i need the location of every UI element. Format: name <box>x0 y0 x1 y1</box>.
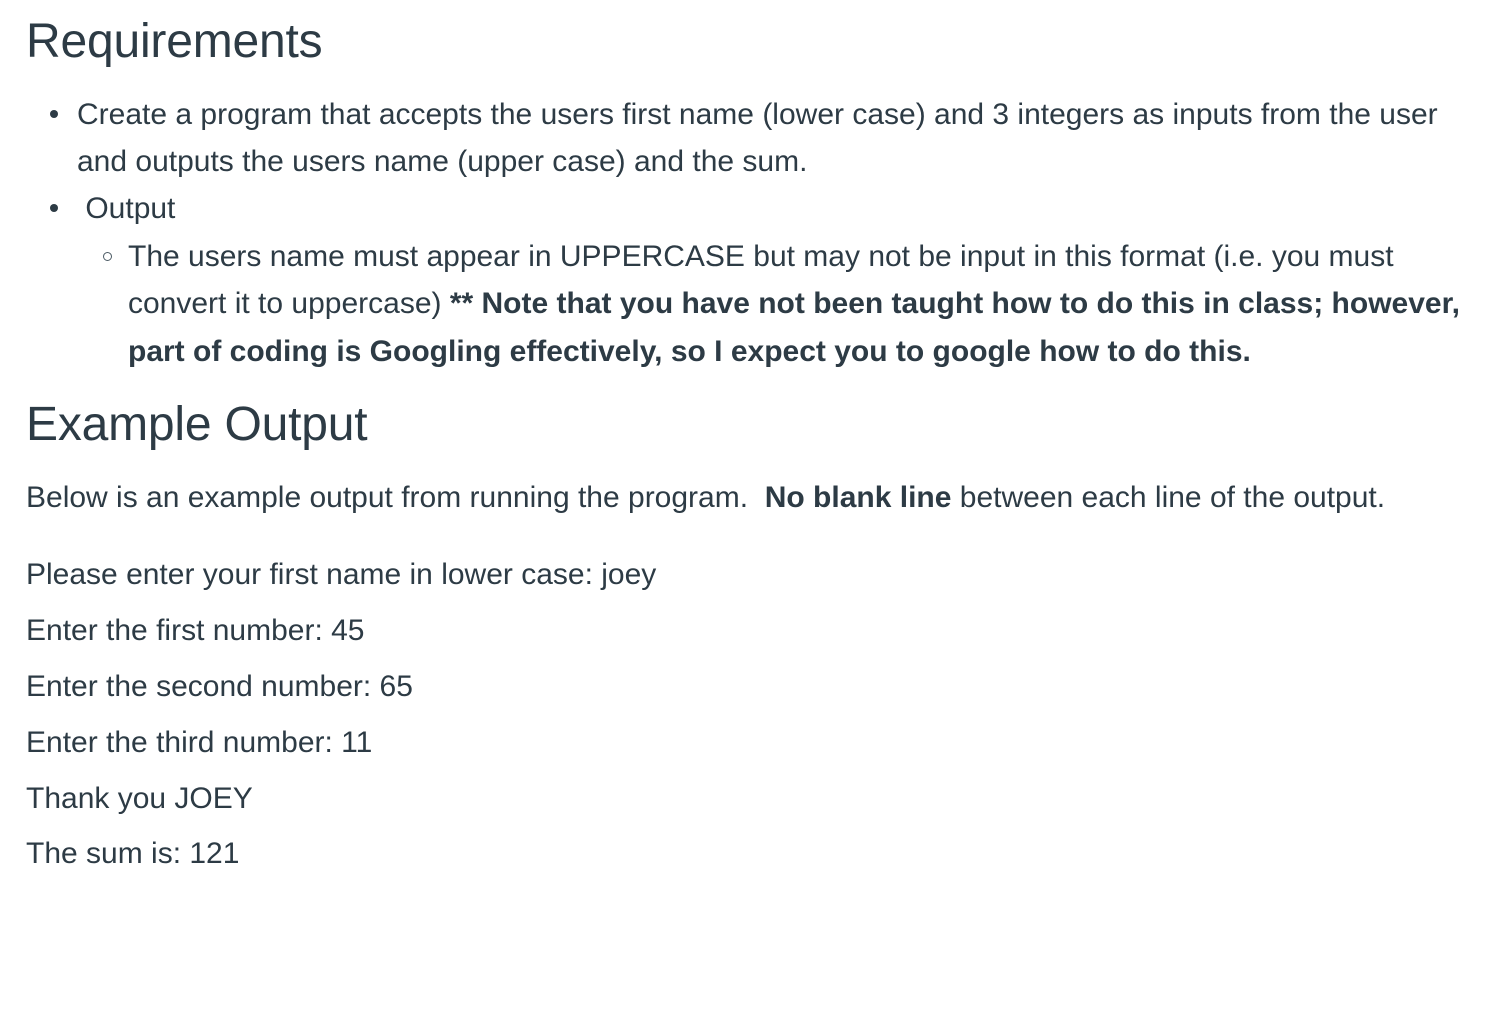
output-sub-list: The users name must appear in UPPERCASE … <box>77 233 1464 375</box>
description-part-one: Below is an example output from running … <box>26 480 749 514</box>
description-gap <box>748 481 765 514</box>
requirement-text-create-program: Create a program that accepts the users … <box>77 97 1438 179</box>
description-part-two: between each line of the output. <box>951 480 1386 514</box>
requirements-list: Create a program that accepts the users … <box>26 91 1464 375</box>
list-item: Output The users name must appear in UPP… <box>26 185 1464 375</box>
page-title-example-output: Example Output <box>26 397 368 451</box>
output-line-sum: The sum is: 121 <box>26 837 240 871</box>
output-line-prompt-third-number: Enter the third number: 11 <box>26 725 373 759</box>
bullet-disc-icon <box>50 109 58 118</box>
sub-requirement-note-bold: ** Note that you have not been taught ho… <box>128 287 1460 368</box>
list-item: The users name must appear in UPPERCASE … <box>77 233 1464 375</box>
bullet-disc-icon <box>50 204 58 213</box>
output-line-prompt-first-number: Enter the first number: 45 <box>26 614 365 648</box>
output-line-prompt-name: Please enter your first name in lower ca… <box>26 558 657 592</box>
example-output-transcript: Please enter your first name in lower ca… <box>26 547 1464 882</box>
requirement-text-output: Output <box>77 192 176 226</box>
description-bold-no-blank-line: No blank line <box>764 480 952 514</box>
output-line-prompt-second-number: Enter the second number: 65 <box>26 669 413 703</box>
output-line-thank-you: Thank you JOEY <box>26 781 253 815</box>
sub-requirement-text-uppercase: The users name must appear in UPPERCASE … <box>128 239 1394 321</box>
example-output-description: Below is an example output from running … <box>26 470 1464 526</box>
list-item: Create a program that accepts the users … <box>26 91 1464 186</box>
bullet-circle-icon <box>103 251 112 261</box>
page-title-requirements: Requirements <box>26 15 323 68</box>
